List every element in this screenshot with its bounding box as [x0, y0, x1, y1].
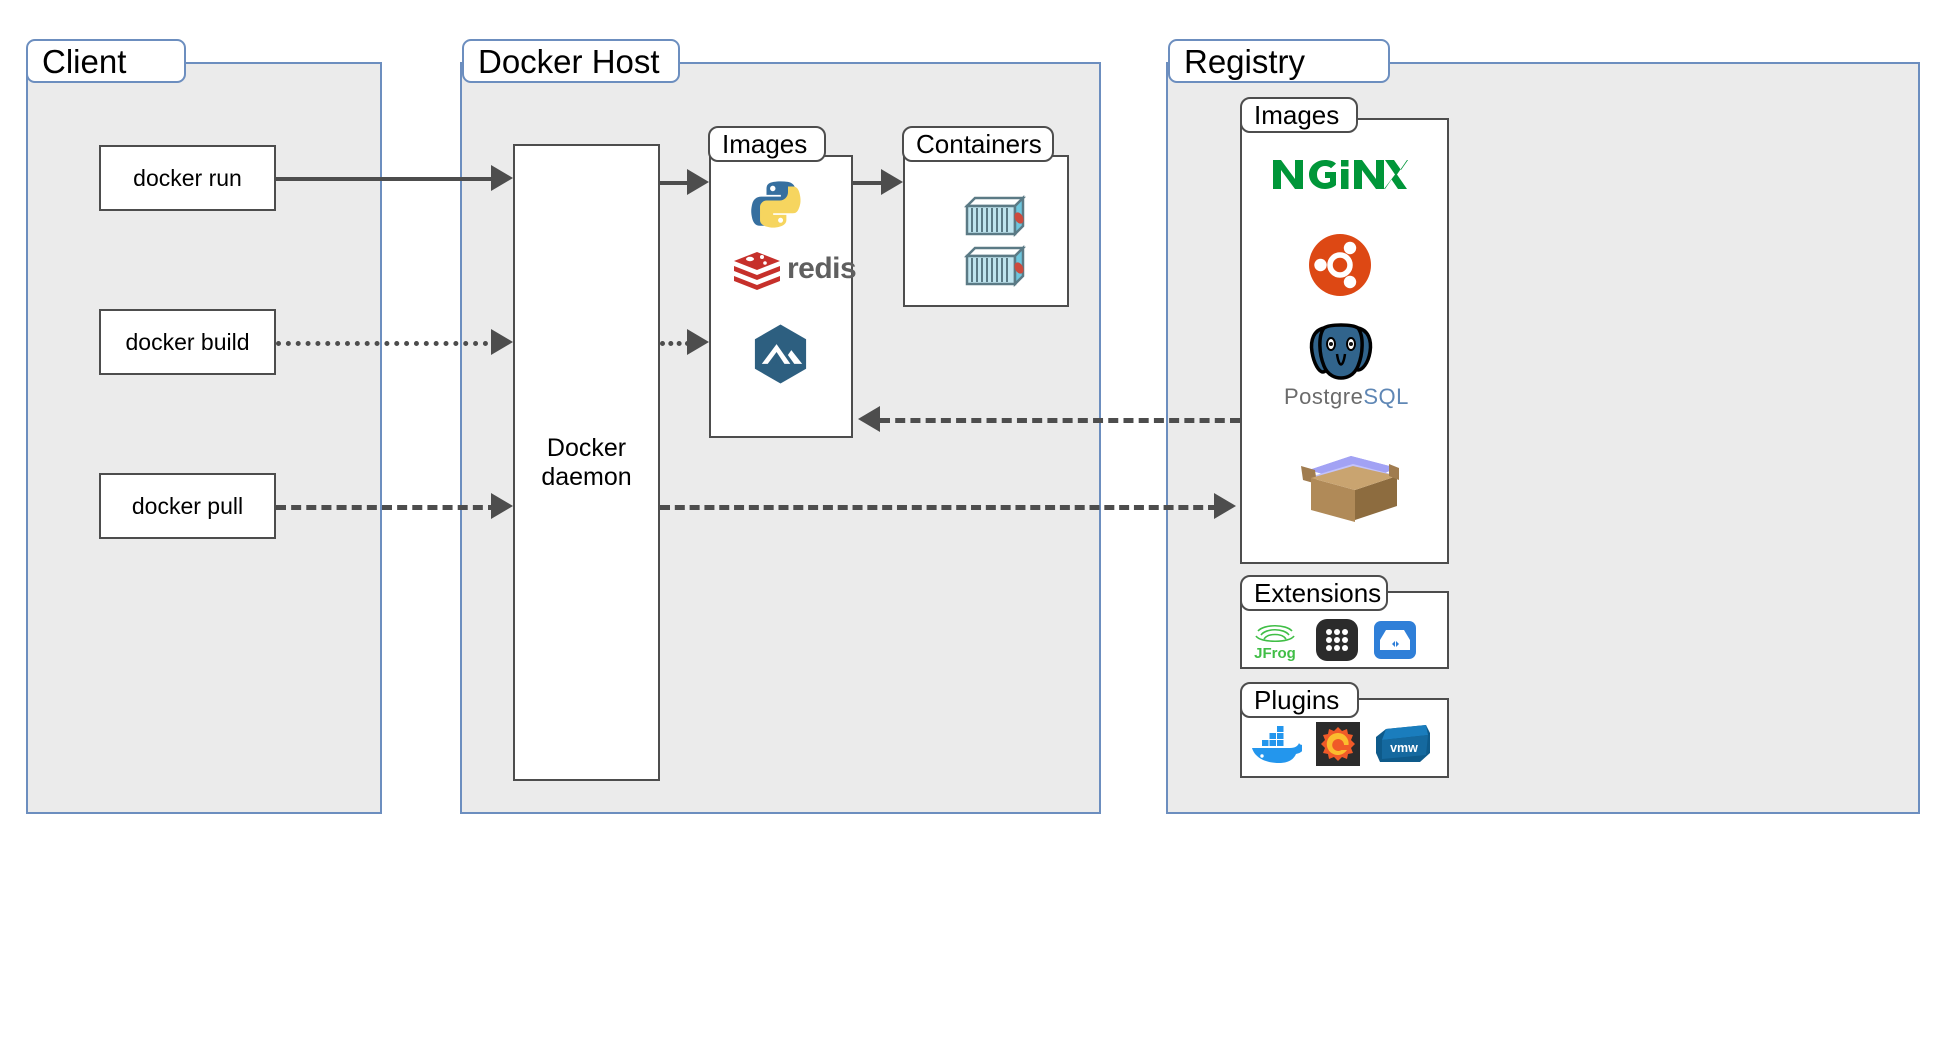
command-docker-run-label: docker run — [133, 164, 242, 191]
python-logo — [750, 177, 812, 239]
docker-daemon-label: Docker daemon — [541, 434, 631, 492]
connector-pull-to-daemon — [276, 505, 498, 510]
command-docker-run[interactable]: docker run — [99, 145, 276, 211]
extensions-title-label: Extensions — [1254, 578, 1382, 608]
connector-daemon-to-images-arrowhead — [687, 169, 709, 195]
nginx-logo — [1273, 158, 1408, 191]
lane-client-label: Client — [42, 42, 127, 80]
host-images-title-label: Images — [722, 129, 808, 159]
connector-registry-to-images — [880, 418, 1240, 423]
docker-whale-logo — [1250, 723, 1302, 765]
open-box-icon — [1293, 448, 1401, 528]
connector-run-to-daemon-arrowhead — [491, 165, 513, 191]
docker-daemon-box: Docker daemon — [513, 144, 660, 781]
connector-run-to-daemon — [276, 177, 498, 181]
connector-daemon-to-registry — [660, 505, 1218, 510]
alpine-logo — [749, 322, 812, 386]
registry-images-title: Images — [1240, 97, 1358, 133]
connector-build-to-daemon — [276, 341, 498, 346]
registry-images-title-label: Images — [1254, 100, 1340, 130]
dots-grid-icon — [1316, 619, 1358, 661]
lane-registry-label: Registry — [1184, 42, 1306, 80]
svg-text:vmw: vmw — [1390, 741, 1418, 755]
redis-wordmark: redis — [787, 252, 857, 286]
command-docker-pull[interactable]: docker pull — [99, 473, 276, 539]
svg-text:JFrog: JFrog — [1254, 645, 1296, 661]
redis-logo — [732, 250, 782, 292]
extensions-title: Extensions — [1240, 575, 1388, 611]
command-docker-pull-label: docker pull — [131, 492, 244, 519]
connector-registry-to-images-arrowhead — [858, 406, 880, 432]
command-docker-build[interactable]: docker build — [99, 309, 276, 375]
lane-docker-host-title: Docker Host — [462, 39, 680, 83]
postgresql-logo — [1306, 320, 1376, 384]
connector-daemon-to-registry-arrowhead — [1214, 493, 1236, 519]
ubuntu-logo — [1308, 233, 1372, 297]
postgresql-wordmark: PostgreSQL — [1284, 384, 1409, 409]
plugins-title-label: Plugins — [1254, 685, 1340, 715]
lane-registry-title: Registry — [1168, 39, 1390, 83]
connector-pull-to-daemon-arrowhead — [491, 493, 513, 519]
connector-images-to-containers — [853, 181, 888, 185]
plugins-title: Plugins — [1240, 682, 1359, 718]
grafana-logo — [1316, 722, 1360, 766]
docker-daemon-label-line1: Docker — [546, 433, 627, 462]
shipping-container-icon-1 — [961, 190, 1029, 242]
containers-title: Containers — [902, 126, 1054, 162]
connector-daemon-build-to-images — [660, 341, 690, 346]
connector-daemon-to-images — [660, 181, 694, 185]
connector-build-to-daemon-arrowhead — [491, 329, 513, 355]
jfrog-logo: JFrog — [1254, 619, 1296, 661]
lane-client-title: Client — [26, 39, 186, 83]
command-docker-build-label: docker build — [125, 328, 250, 355]
docker-daemon-label-line2: daemon — [541, 462, 632, 491]
redis-wordmark-text: redis — [787, 252, 857, 285]
blue-extension-icon — [1374, 621, 1416, 659]
connector-daemon-build-to-images-arrowhead — [687, 329, 709, 355]
vmware-logo: vmw — [1376, 725, 1430, 763]
containers-title-label: Containers — [916, 129, 1042, 159]
connector-images-to-containers-arrowhead — [881, 169, 903, 195]
lane-docker-host-label: Docker Host — [478, 42, 660, 80]
shipping-container-icon-2 — [961, 240, 1029, 292]
host-images-title: Images — [708, 126, 826, 162]
